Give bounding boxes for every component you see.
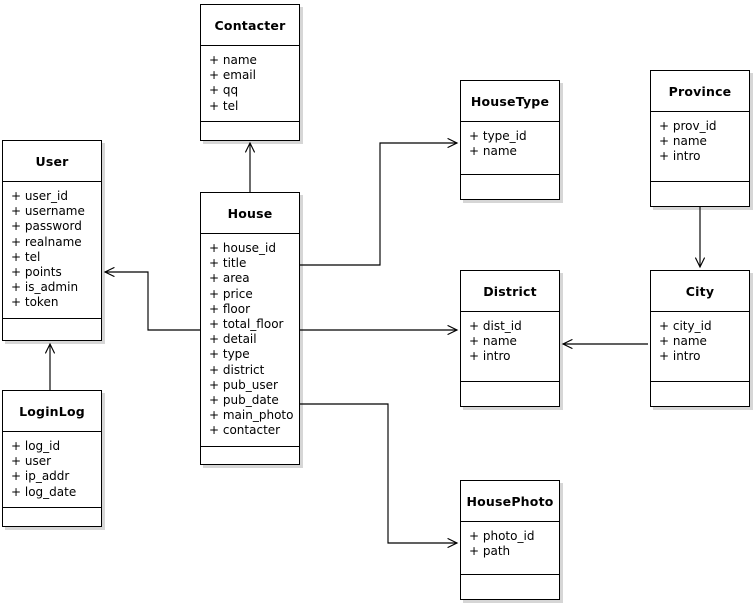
class-name-loginlog: LoginLog: [3, 391, 101, 432]
class-name-province: Province: [651, 71, 749, 112]
class-attribute: + user_id: [11, 189, 68, 203]
relation-house-housephoto: [300, 403, 459, 548]
relation-house-user: [103, 267, 200, 331]
relation-house-housetype: [300, 138, 459, 266]
class-attribute: + tel: [209, 98, 239, 113]
class-attribute: + total_floor: [209, 317, 284, 332]
class-attribute: + floor: [209, 301, 251, 316]
class-attribute: + is_admin: [11, 280, 79, 295]
class-methods-district: [461, 382, 559, 406]
class-methods-loginlog: [3, 508, 101, 532]
class-attribute: + password: [11, 219, 82, 234]
class-attribute: + ip_addr: [11, 469, 70, 484]
class-attribute: + name: [469, 144, 517, 159]
class-attributes-district: + dist_id+ name+ intro: [461, 312, 559, 382]
class-box-contacter[interactable]: Contacter + name+ email+ qq+ tel: [200, 4, 300, 141]
class-name-contacter: Contacter: [201, 5, 299, 46]
class-attribute: + token: [11, 295, 59, 310]
class-box-district[interactable]: District + dist_id+ name+ intro: [460, 270, 560, 407]
class-attribute: + name: [659, 334, 707, 349]
class-methods-contacter: [201, 122, 299, 146]
class-attribute: + intro: [469, 349, 511, 364]
class-name-district: District: [461, 271, 559, 312]
class-attributes-contacter: + name+ email+ qq+ tel: [201, 46, 299, 122]
class-name-city: City: [651, 271, 749, 312]
class-attribute: + name: [659, 134, 707, 149]
class-attribute: + path: [469, 544, 511, 559]
class-attribute: + type_id: [469, 129, 527, 143]
class-box-province[interactable]: Province + prov_id+ name+ intro: [650, 70, 750, 207]
class-attribute: + pub_date: [209, 393, 279, 408]
class-methods-house: [201, 447, 299, 471]
class-attributes-province: + prov_id+ name+ intro: [651, 112, 749, 182]
class-box-city[interactable]: City + city_id+ name+ intro: [650, 270, 750, 407]
class-attributes-loginlog: + log_id+ user+ ip_addr+ log_date: [3, 432, 101, 508]
class-box-house[interactable]: House + house_id+ title+ area+ price+ fl…: [200, 192, 300, 465]
class-attribute: + tel: [11, 249, 41, 264]
class-methods-housetype: [461, 175, 559, 199]
class-attributes-housephoto: + photo_id+ path: [461, 522, 559, 575]
class-attributes-housetype: + type_id+ name: [461, 122, 559, 175]
class-attribute: + dist_id: [469, 319, 522, 333]
class-attributes-city: + city_id+ name+ intro: [651, 312, 749, 382]
class-attribute: + name: [469, 334, 517, 349]
class-attribute: + district: [209, 362, 265, 377]
class-attribute: + main_photo: [209, 408, 294, 423]
class-box-housephoto[interactable]: HousePhoto + photo_id+ path: [460, 480, 560, 600]
class-methods-user: [3, 319, 101, 343]
class-attributes-house: + house_id+ title+ area+ price+ floor+ t…: [201, 234, 299, 447]
class-attribute: + qq: [209, 83, 239, 98]
class-attribute: + points: [11, 265, 62, 280]
class-box-housetype[interactable]: HouseType + type_id+ name: [460, 80, 560, 200]
class-attribute: + area: [209, 271, 250, 286]
class-attributes-user: + user_id+ username+ password+ realname+…: [3, 182, 101, 319]
class-name-housetype: HouseType: [461, 81, 559, 122]
class-attribute: + photo_id: [469, 529, 535, 543]
class-attribute: + type: [209, 347, 250, 362]
class-attribute: + price: [209, 286, 253, 301]
class-name-user: User: [3, 141, 101, 182]
class-attribute: + log_date: [11, 484, 77, 499]
class-attribute: + username: [11, 204, 85, 219]
class-attribute: + pub_user: [209, 377, 278, 392]
class-attribute: + prov_id: [659, 119, 717, 133]
class-attribute: + detail: [209, 332, 257, 347]
class-methods-province: [651, 182, 749, 206]
class-attribute: + email: [209, 68, 256, 83]
class-name-house: House: [201, 193, 299, 234]
class-attribute: + intro: [659, 149, 701, 164]
class-box-user[interactable]: User + user_id+ username+ password+ real…: [2, 140, 102, 341]
class-attribute: + contacter: [209, 423, 281, 438]
class-attribute: + realname: [11, 234, 82, 249]
class-attribute: + user: [11, 454, 52, 469]
class-attribute: + log_id: [11, 439, 61, 453]
class-box-loginlog[interactable]: LoginLog + log_id+ user+ ip_addr+ log_da…: [2, 390, 102, 527]
class-attribute: + city_id: [659, 319, 712, 333]
class-attribute: + intro: [659, 349, 701, 364]
class-attribute: + house_id: [209, 241, 277, 255]
class-name-housephoto: HousePhoto: [461, 481, 559, 522]
class-attribute: + title: [209, 256, 247, 271]
class-methods-housephoto: [461, 575, 559, 599]
class-attribute: + name: [209, 53, 257, 67]
class-methods-city: [651, 382, 749, 406]
